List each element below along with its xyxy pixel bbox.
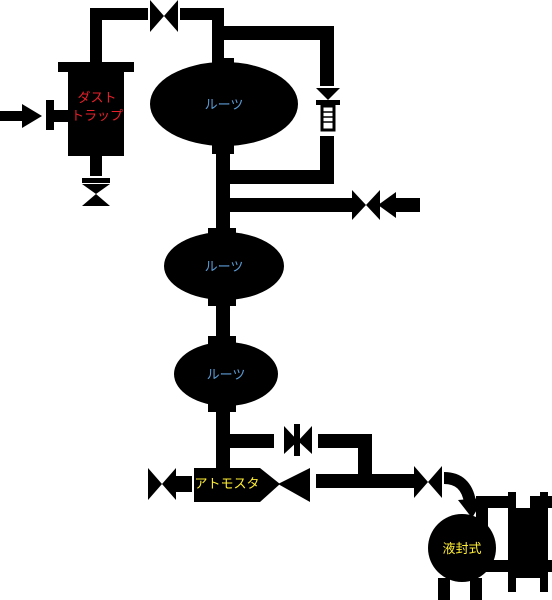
inlet-flange-left [46,100,54,130]
pipe-top-down [212,8,224,66]
gate-valve-icon [82,178,110,206]
roots-pump-2: ルーツ [164,228,284,306]
dust-trap-flange-top [58,62,134,72]
roots-pump-3-label: ルーツ [207,368,246,383]
roots-pump-3: ルーツ [174,336,278,412]
pipe-top-right [180,8,222,20]
dust-trap: ダスト トラップ [58,62,134,176]
pipe-trunk-mid [216,300,230,342]
atmostat-label: アトモスタ [194,477,259,492]
atmostat: アトモスタ [148,468,310,502]
roots-pump-1: ルーツ [150,58,298,154]
pipe-lower-branch-c [358,434,372,478]
pipe-lower-branch-a [222,434,274,448]
atmostat-body [194,468,280,502]
pipe-atmo-left [176,476,192,492]
atmostat-valve-cone [278,468,310,502]
roots-pump-2-label: ルーツ [205,260,244,275]
dust-trap-body [68,70,124,156]
pipe-top-left [90,8,148,20]
curved-arrow-icon [443,472,484,518]
pipe-trap-up [90,8,102,68]
dust-trap-label-line1: ダスト [77,91,116,106]
pipe-bypass-top [222,26,332,40]
gate-valve-icon [148,468,176,500]
liquid-seal-pump-body [428,514,496,582]
gate-valve-icon [150,0,178,32]
pipe-to-pump-a [316,474,414,488]
roots-pump-1-body [150,62,298,146]
dust-trap-neck [90,154,102,176]
dust-trap-label-line2: トラップ [71,109,123,124]
inlet-flange-left-b [54,110,68,122]
pipe-bypass-right-top [320,26,334,86]
gate-valve-icon [352,190,380,220]
gate-valve-icon [414,466,442,498]
roots-pump-1-label: ルーツ [205,98,244,113]
spring-relief-valve-icon [316,88,340,132]
roots-pump-3-body [174,342,278,406]
arrow-right-icon [0,104,42,128]
liquid-seal-pump-label: 液封式 [442,542,481,557]
pipe-bypass-bottom [222,170,334,184]
pipe-pump-top [476,496,516,508]
arrow-left-icon [378,192,420,218]
liquid-seal-pump: 液封式 [428,514,496,600]
pipe-trunk-upper [216,150,230,232]
gate-valve-icon [284,424,312,456]
pipes [90,8,552,572]
pipe-right-inlet [222,198,352,212]
roots-pump-2-body [164,232,284,300]
separator-tank [508,492,548,592]
